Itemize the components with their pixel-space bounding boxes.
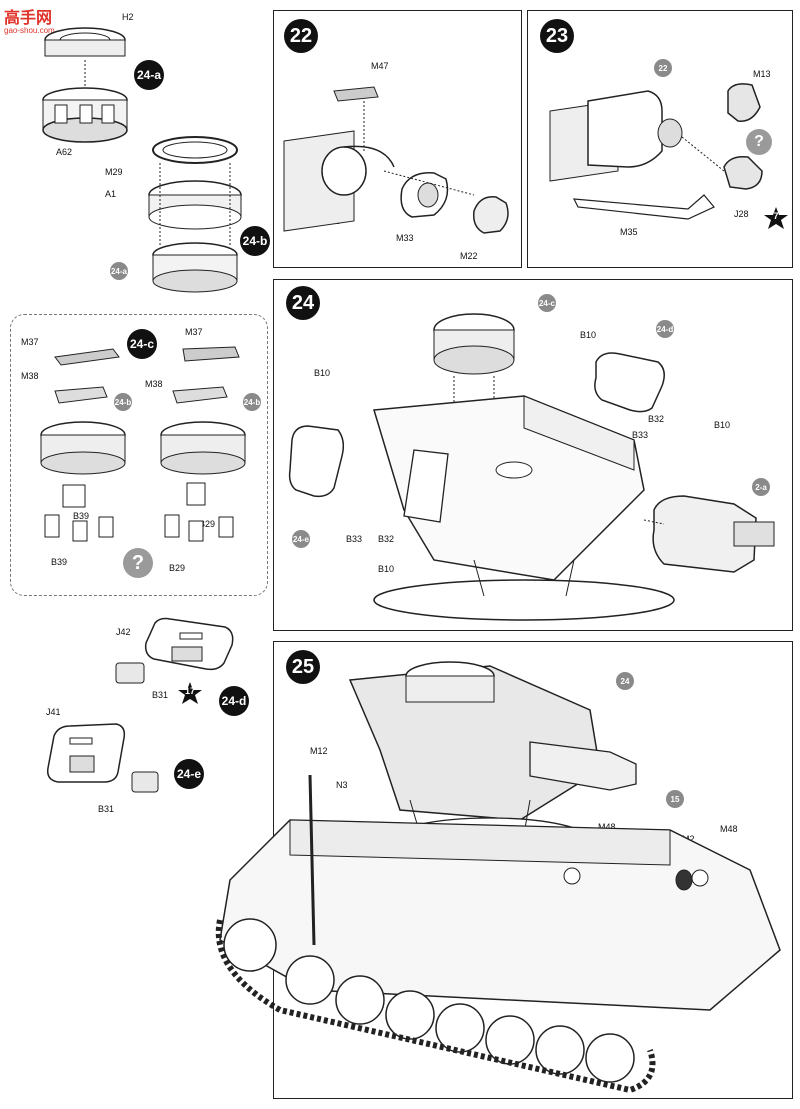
- ref-badge-2a: 2-a: [752, 478, 770, 496]
- part-label-m47: M47: [371, 61, 389, 71]
- ref-badge-24c: 24-c: [538, 294, 556, 312]
- part-label-n3: N3: [336, 780, 348, 790]
- subassembly-badge-24a: 24-a: [134, 60, 164, 90]
- ref-badge-15: 15: [666, 790, 684, 808]
- turret-assembly-drawing: [288, 313, 775, 621]
- step-number-22: 22: [284, 19, 318, 53]
- part-label-b29-b: B29: [169, 563, 186, 573]
- step-24-panel: 24 24-c 24-d 24-e 2-a 21 B10 B10 B10 B10…: [273, 279, 793, 631]
- tank-hull-drawing: [215, 661, 781, 1094]
- part-label-b39-b: B39: [51, 557, 68, 567]
- part-label-m35: M35: [620, 227, 638, 237]
- ref-badge-24b-left: 24-b: [114, 393, 132, 411]
- part-label-j28: J28: [734, 209, 749, 219]
- subassembly-24c-box: 24-c M37 M37 M38 M38 24-b 24-b B39 B39 B…: [10, 314, 268, 596]
- part-label-b31-e: B31: [98, 804, 115, 814]
- mantlet-drawing: [283, 86, 509, 234]
- part-label-h2: H2: [122, 12, 134, 22]
- logo-title: 高手网: [4, 10, 53, 27]
- star-17-label: 17: [184, 686, 195, 696]
- subassembly-badge-24c: 24-c: [127, 329, 157, 359]
- part-label-b33-1: B33: [632, 430, 649, 440]
- question-mark-icon: ?: [123, 548, 153, 578]
- part-label-b10-3: B10: [714, 420, 731, 430]
- star-7-label: 7: [773, 211, 779, 221]
- part-label-b10-4: B10: [378, 564, 395, 574]
- question-mark-23-icon: ?: [746, 129, 772, 155]
- part-label-b32-2: B32: [378, 534, 395, 544]
- part-label-b33-2: B33: [346, 534, 363, 544]
- part-label-m13: M13: [753, 69, 771, 79]
- step-23-panel: 23 22 M13 ? M35 J28 7: [527, 10, 793, 268]
- part-label-a1: A1: [105, 189, 117, 199]
- part-label-m37-left: M37: [21, 337, 39, 347]
- ref-badge-24b-right: 24-b: [243, 393, 261, 411]
- part-label-m38-right: M38: [145, 379, 163, 389]
- subassembly-badge-24d: 24-d: [219, 686, 249, 716]
- part-label-m48-1: M48: [598, 822, 616, 832]
- part-label-b31-d: B31: [152, 690, 169, 700]
- part-label-m12: M12: [310, 746, 328, 756]
- turret-ring-drawing-b: [148, 136, 242, 293]
- part-label-b10-2: B10: [314, 368, 331, 378]
- star-17-icon: 17: [178, 682, 202, 704]
- ref-badge-24d: 24-d: [656, 320, 674, 338]
- ref-badge-24a: 24-a: [110, 262, 128, 280]
- part-label-j42: J42: [116, 627, 131, 637]
- part-label-m38-left: M38: [21, 371, 39, 381]
- part-label-m37-right: M37: [185, 327, 203, 337]
- part-label-m22: M22: [460, 251, 478, 261]
- part-label-a62: A62: [56, 147, 73, 157]
- step-number-25: 25: [286, 650, 320, 684]
- part-label-b29-a: B29: [199, 519, 216, 529]
- part-label-m29: M29: [105, 167, 123, 177]
- step-number-24: 24: [286, 286, 320, 320]
- hatch-j41-drawing: [46, 723, 159, 793]
- ref-badge-24: 24: [616, 672, 634, 690]
- part-label-m48-2: M48: [720, 824, 738, 834]
- star-7-icon: 7: [764, 207, 788, 229]
- site-logo: 高手网 gao-shou.com: [4, 4, 55, 35]
- part-label-j41: J41: [46, 707, 61, 717]
- hatch-j42-drawing: [115, 617, 234, 684]
- part-label-b32-1: B32: [648, 414, 665, 424]
- step-22-panel: 22 M47 J36 M33 M22: [273, 10, 522, 268]
- part-label-b10-1: B10: [580, 330, 597, 340]
- step-number-23: 23: [540, 19, 574, 53]
- gun-mantlet-drawing: [549, 83, 763, 220]
- ref-badge-22: 22: [654, 59, 672, 77]
- cupola-right-drawing: [160, 346, 246, 542]
- turret-ring-drawing-a: [42, 27, 128, 143]
- subassembly-badge-24b: 24-b: [240, 226, 270, 256]
- cupola-left-drawing: [40, 348, 126, 542]
- subassembly-badge-24e: 24-e: [174, 759, 204, 789]
- part-label-b39-a: B39: [73, 511, 90, 521]
- logo-url: gao-shou.com: [4, 26, 55, 35]
- ref-badge-24e: 24-e: [292, 530, 310, 548]
- part-label-m33: M33: [396, 233, 414, 243]
